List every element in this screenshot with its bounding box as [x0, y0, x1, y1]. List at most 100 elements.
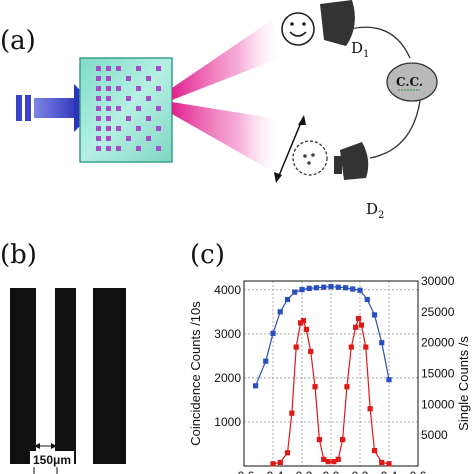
mask-hole: [136, 66, 141, 71]
y-tick-label: 2000: [214, 371, 241, 385]
data-point: [299, 287, 305, 293]
data-point: [308, 348, 314, 355]
data-point: [379, 459, 385, 466]
x-tick-label: -0.6: [234, 469, 255, 474]
mask-hole: [156, 106, 161, 111]
data-point: [289, 410, 295, 416]
y-axis-title: Coincidence Counts /10s: [188, 301, 203, 446]
mask-hole: [136, 106, 141, 111]
coincidence-chart: -0.6-0.4-0.20.00.20.40.61000200030004000…: [188, 274, 471, 474]
x-tick-label: -0.2: [292, 469, 313, 474]
data-point: [344, 384, 350, 390]
mask-hole: [96, 86, 101, 91]
data-point: [325, 458, 331, 465]
x-tick-label: -0.4: [263, 469, 284, 474]
mask-hole: [96, 116, 101, 121]
data-point: [353, 324, 359, 330]
mask-hole: [136, 146, 141, 151]
data-point: [340, 436, 346, 443]
data-point: [313, 285, 320, 291]
y2-tick-label: 15000: [421, 367, 455, 381]
mask-hole: [116, 106, 121, 111]
plot-frame: [243, 280, 419, 467]
data-point: [253, 383, 259, 389]
x-tick-label: 0.2: [352, 469, 369, 474]
mask-hole: [156, 146, 161, 151]
mask-hole: [96, 146, 101, 151]
data-point: [300, 318, 307, 324]
mask-hole: [116, 66, 121, 71]
mask-hole: [96, 136, 101, 141]
mask-hole: [106, 126, 111, 131]
y2-tick-label: 25000: [421, 305, 455, 319]
detector-d1-icon: [320, 0, 355, 46]
panel-label-c: (c): [190, 240, 225, 270]
mask-hole: [96, 76, 101, 81]
data-point: [303, 326, 309, 333]
data-point: [284, 450, 291, 456]
y-tick-label: 4000: [214, 283, 241, 297]
data-point: [358, 322, 365, 328]
data-point: [263, 358, 269, 364]
data-point: [321, 284, 327, 290]
mask-hole: [116, 146, 121, 151]
aperture-dot: [311, 153, 315, 157]
mask-hole: [146, 76, 151, 81]
data-point: [386, 377, 392, 383]
data-point: [364, 296, 370, 303]
mask-hole: [96, 106, 101, 111]
mask-hole: [96, 96, 101, 101]
mask-hole: [106, 116, 111, 121]
cable-d2-cc: [369, 100, 421, 159]
mask-hole: [126, 116, 131, 121]
slit-width-label: 150μm: [33, 453, 71, 467]
mask-hole: [156, 86, 161, 91]
upper-beam: [172, 20, 285, 100]
lower-beam: [172, 102, 284, 170]
coincidence-circuit-label: C.C.: [396, 75, 423, 89]
data-point: [328, 283, 334, 290]
data-point: [371, 312, 378, 318]
mask-hole: [126, 76, 131, 81]
mask-hole: [106, 86, 111, 91]
data-point: [371, 447, 378, 454]
x-tick-label: 0.4: [381, 469, 398, 474]
data-point: [342, 285, 349, 291]
aperture-dot: [303, 154, 307, 158]
data-point: [297, 320, 304, 326]
mask-hole: [136, 126, 141, 131]
scanning-aperture: [292, 140, 328, 176]
y2-tick-label: 20000: [421, 336, 455, 350]
detector-d2-icon: [334, 142, 369, 180]
data-point: [316, 436, 322, 443]
data-point: [284, 296, 291, 303]
mask-hole: [116, 86, 121, 91]
mask-hole: [146, 96, 151, 101]
x-tick-label: 0.0: [323, 469, 340, 474]
y2-axis-title: Single Counts /s: [456, 336, 471, 431]
mask-hole: [96, 126, 101, 131]
data-point: [321, 456, 327, 462]
data-point: [292, 289, 298, 295]
data-point: [379, 340, 385, 346]
mask-hole: [146, 136, 151, 141]
detector-d1-label: D1: [351, 39, 369, 60]
scan-direction-arrow: [274, 115, 306, 183]
smiley-face-icon: [281, 12, 315, 46]
data-point: [355, 315, 362, 322]
panel-label-b: (b): [0, 240, 37, 270]
data-point: [335, 284, 341, 290]
mask-hole: [106, 106, 111, 111]
data-point: [363, 344, 369, 350]
cable-d1-cc: [345, 26, 411, 59]
panel-label-a: (a): [0, 26, 36, 56]
data-point: [312, 384, 318, 390]
data-point: [335, 456, 341, 462]
data-point: [277, 459, 283, 466]
data-point: [293, 344, 299, 350]
aperture-dot: [307, 161, 311, 165]
data-point: [270, 330, 276, 337]
data-point: [386, 461, 392, 467]
mask-hole: [156, 126, 161, 131]
